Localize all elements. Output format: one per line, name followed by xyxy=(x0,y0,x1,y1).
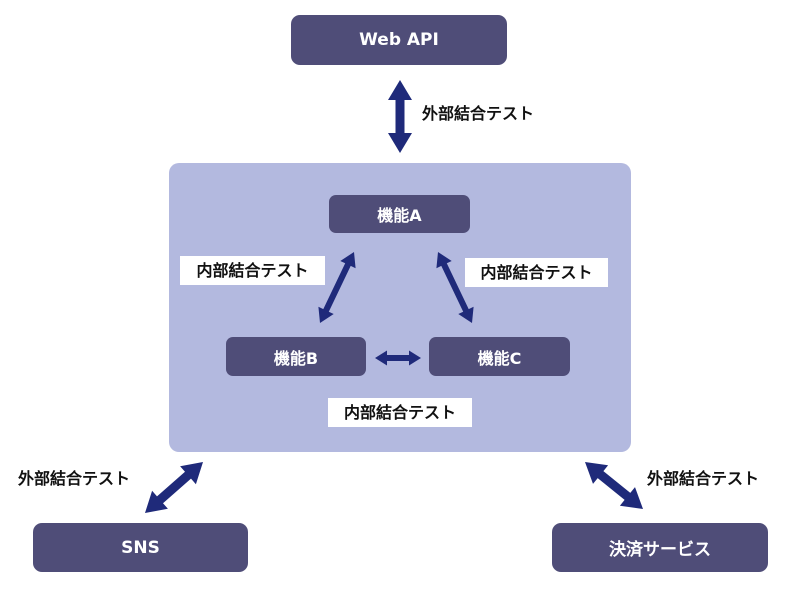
node-web-api: Web API xyxy=(291,15,507,65)
label-external-test-right: 外部結合テスト xyxy=(647,469,760,488)
arrow-system-payment xyxy=(585,462,643,509)
node-sns-label: SNS xyxy=(121,537,160,558)
node-feature-c: 機能C xyxy=(429,337,570,376)
arrow-system-sns xyxy=(145,462,203,513)
label-external-test-top: 外部結合テスト xyxy=(422,104,535,123)
node-payment-service-label: 決済サービス xyxy=(609,540,711,560)
node-feature-b-label: 機能B xyxy=(273,348,319,368)
arrow-webapi-system xyxy=(388,80,412,153)
label-internal-test-ac: 内部結合テスト xyxy=(465,258,608,287)
node-feature-a: 機能A xyxy=(329,195,470,233)
node-feature-c-label: 機能C xyxy=(477,348,522,368)
node-sns: SNS xyxy=(33,523,248,572)
label-external-test-left: 外部結合テスト xyxy=(18,469,131,488)
label-internal-test-bc: 内部結合テスト xyxy=(328,398,472,427)
node-payment-service: 決済サービス xyxy=(552,523,768,572)
node-feature-b: 機能B xyxy=(226,337,366,376)
node-web-api-label: Web API xyxy=(359,30,439,50)
node-feature-a-label: 機能A xyxy=(377,206,422,225)
label-internal-test-ab: 内部結合テスト xyxy=(180,256,325,285)
